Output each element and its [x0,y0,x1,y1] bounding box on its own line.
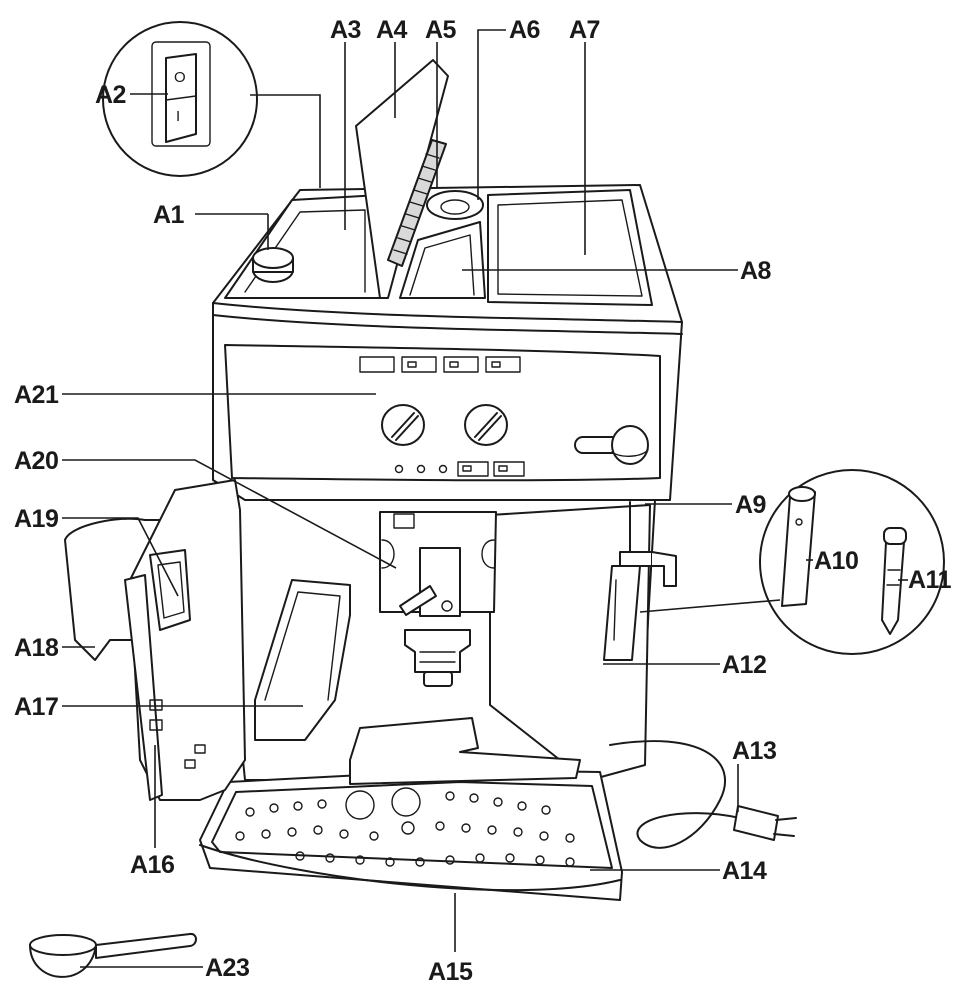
control-panel [224,344,661,482]
label-a17: A17 [14,693,58,721]
label-a6: A6 [509,16,540,44]
label-a5: A5 [425,16,457,44]
panel-buttons [359,356,521,373]
bean-container [399,221,486,299]
grounds-container [254,579,351,741]
machine-body [29,59,945,978]
label-a15: A15 [428,958,473,986]
label-a12: A12 [722,651,766,679]
panel-indicators [394,461,525,477]
label-a8: A8 [740,257,772,285]
label-a21: A21 [14,381,59,409]
power-plug [733,805,779,841]
drip-tray-back [349,717,581,785]
label-a3: A3 [330,16,361,44]
coffee-spout [419,547,461,617]
switch-off-mark: O [174,69,185,86]
service-door [124,574,163,801]
coffee-nozzles [404,629,471,673]
callout-labels: A2 A1 A3 A4 A5 A6 A7 A8 A9 A10 A11 A12 A… [14,16,952,986]
drip-tray-grill [211,781,613,869]
label-a23: A23 [205,954,249,982]
power-cord [609,740,741,849]
panel-dials [381,404,508,446]
label-a4: A4 [376,16,408,44]
cup-warmer [487,189,653,306]
power-switch-inset: O I [102,21,321,188]
coffee-funnel [426,190,484,220]
scoop-handle [95,932,197,959]
switch-inset-connector [250,94,321,188]
switch-on-mark: I [176,108,180,125]
cappuccino-maker [603,565,641,661]
label-a18: A18 [14,634,59,662]
leader-lines [62,29,908,968]
accessories-connector [639,599,781,613]
label-a13: A13 [732,737,776,765]
label-a19: A19 [14,505,58,533]
grill-holes [235,787,575,867]
label-a2: A2 [95,81,126,109]
label-a9: A9 [735,491,766,519]
grill-filter [387,139,447,267]
label-a10: A10 [814,547,858,575]
label-a16: A16 [130,851,174,879]
label-a7: A7 [569,16,600,44]
label-a11: A11 [908,566,952,594]
label-a14: A14 [722,857,767,885]
label-a1: A1 [153,201,185,229]
label-a20: A20 [14,447,58,475]
